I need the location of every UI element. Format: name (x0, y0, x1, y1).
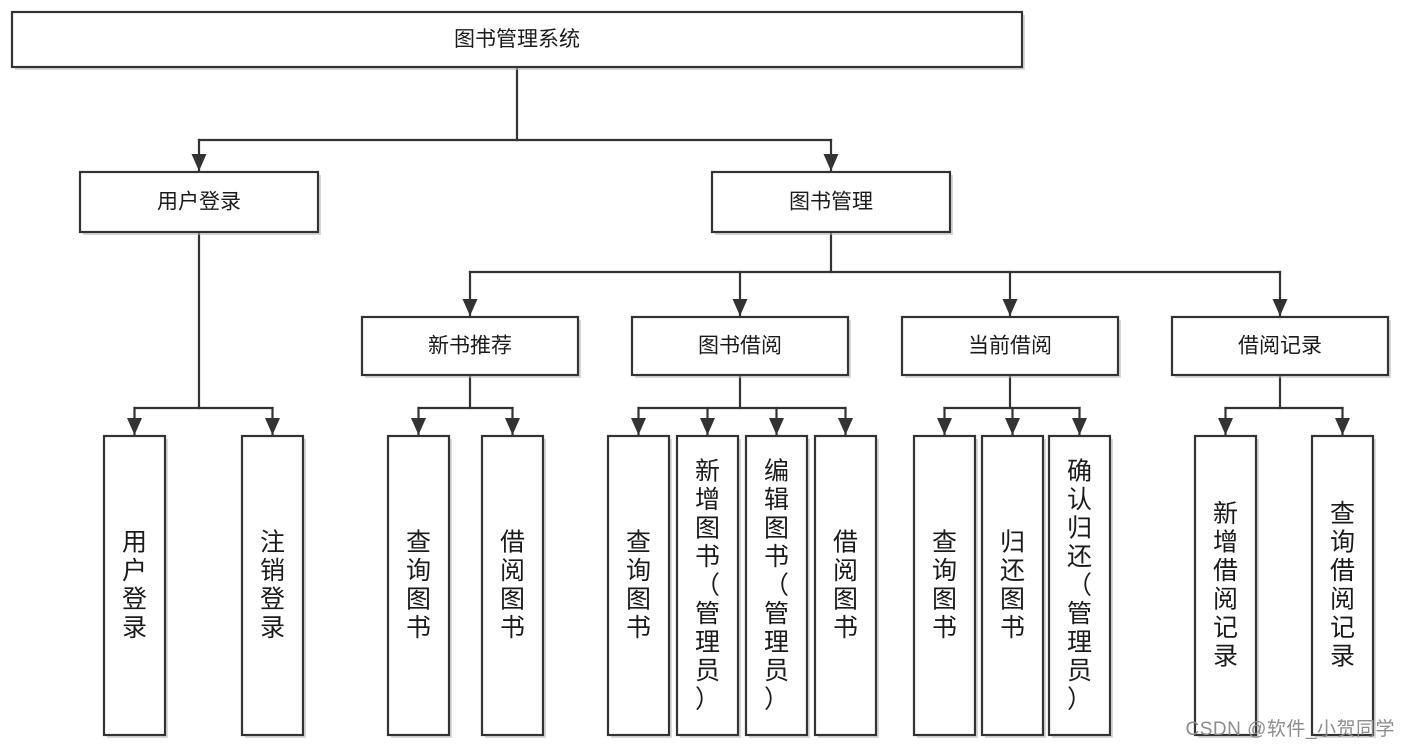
arrow-head-icon (1335, 418, 1350, 435)
node-label: 当前借阅 (968, 335, 1052, 358)
arrow-head-icon (1272, 299, 1288, 316)
node-rect[interactable] (1193, 434, 1258, 737)
node-n13[interactable]: 查询借阅记录 (1310, 434, 1376, 738)
node-label: 新增借阅记录 (1213, 500, 1238, 671)
node-label: 图书借阅 (698, 335, 782, 358)
node-l2c[interactable]: 当前借阅 (900, 315, 1121, 378)
node-n12[interactable]: 新增借阅记录 (1193, 434, 1259, 738)
node-n07[interactable]: 编辑图书（管理员） (744, 434, 810, 738)
arrow-head-icon (191, 154, 207, 171)
arrow-head-icon (1005, 418, 1020, 435)
node-l2b[interactable]: 图书借阅 (630, 315, 851, 378)
arrow-head-icon (127, 418, 142, 435)
node-n04[interactable]: 借阅图书 (480, 434, 546, 738)
node-label: 借阅记录 (1238, 335, 1322, 358)
arrow-head-icon (823, 154, 839, 171)
arrow-head-icon (769, 418, 784, 435)
arrow-head-icon (631, 418, 646, 435)
node-rect[interactable] (10, 10, 1024, 69)
node-n08[interactable]: 借阅图书 (813, 434, 879, 738)
node-l2d[interactable]: 借阅记录 (1170, 315, 1391, 378)
arrow-head-icon (937, 418, 952, 435)
node-label: 图书管理 (789, 191, 873, 214)
node-rect[interactable] (386, 434, 451, 737)
arrow-head-icon (732, 299, 748, 316)
node-label: 借阅图书 (833, 529, 858, 643)
node-l2a[interactable]: 新书推荐 (360, 315, 581, 378)
node-rect[interactable] (102, 434, 167, 737)
node-n03[interactable]: 查询图书 (386, 434, 452, 738)
node-l1b[interactable]: 图书管理 (710, 170, 953, 235)
node-n05[interactable]: 查询图书 (606, 434, 672, 738)
node-label: 查询图书 (932, 529, 957, 643)
node-label: 图书管理系统 (454, 28, 580, 51)
node-rect[interactable] (710, 170, 952, 234)
node-root[interactable]: 图书管理系统 (10, 10, 1025, 70)
arrow-head-icon (1002, 299, 1018, 316)
node-rect[interactable] (980, 434, 1045, 737)
node-rect[interactable] (1047, 434, 1112, 737)
node-label: 确认归还（管理员） (1067, 457, 1092, 713)
arrow-head-icon (838, 418, 853, 435)
node-label: 新增图书（管理员） (695, 457, 720, 713)
node-n01[interactable]: 用户登录 (102, 434, 168, 738)
node-rect[interactable] (78, 170, 320, 234)
node-label: 新书推荐 (428, 335, 512, 358)
node-label: 查询图书 (626, 529, 651, 643)
node-rect[interactable] (480, 434, 545, 737)
arrow-head-icon (265, 418, 280, 435)
node-l1a[interactable]: 用户登录 (78, 170, 321, 235)
node-rect[interactable] (606, 434, 671, 737)
node-rect[interactable] (630, 315, 850, 377)
node-rect[interactable] (1310, 434, 1375, 737)
node-label: 注销登录 (260, 529, 285, 643)
node-rect[interactable] (675, 434, 740, 737)
node-rect[interactable] (912, 434, 977, 737)
node-label: 用户登录 (122, 529, 147, 643)
node-label: 借阅图书 (500, 529, 525, 643)
node-label: 归还图书 (1000, 529, 1025, 643)
node-n11[interactable]: 确认归还（管理员） (1047, 434, 1113, 738)
watermark-label: CSDN @软件_小贺同学 (1185, 719, 1395, 740)
node-rect[interactable] (360, 315, 580, 377)
arrow-head-icon (700, 418, 715, 435)
node-label: 用户登录 (157, 191, 241, 214)
arrow-head-icon (1072, 418, 1087, 435)
node-n10[interactable]: 归还图书 (980, 434, 1046, 738)
node-n09[interactable]: 查询图书 (912, 434, 978, 738)
arrow-head-icon (1218, 418, 1233, 435)
node-rect[interactable] (240, 434, 305, 737)
node-layer: 图书管理系统用户登录图书管理新书推荐图书借阅当前借阅借阅记录用户登录注销登录查询… (10, 10, 1391, 738)
node-n02[interactable]: 注销登录 (240, 434, 306, 738)
node-label: 查询借阅记录 (1330, 500, 1355, 671)
arrow-head-icon (411, 418, 426, 435)
node-rect[interactable] (900, 315, 1120, 377)
node-label: 查询图书 (406, 529, 431, 643)
node-n06[interactable]: 新增图书（管理员） (675, 434, 741, 738)
node-rect[interactable] (1170, 315, 1390, 377)
node-rect[interactable] (744, 434, 809, 737)
node-label: 编辑图书（管理员） (764, 457, 789, 713)
arrow-head-icon (462, 299, 478, 316)
connector-layer (127, 65, 1350, 436)
arrow-head-icon (505, 418, 520, 435)
node-rect[interactable] (813, 434, 878, 737)
